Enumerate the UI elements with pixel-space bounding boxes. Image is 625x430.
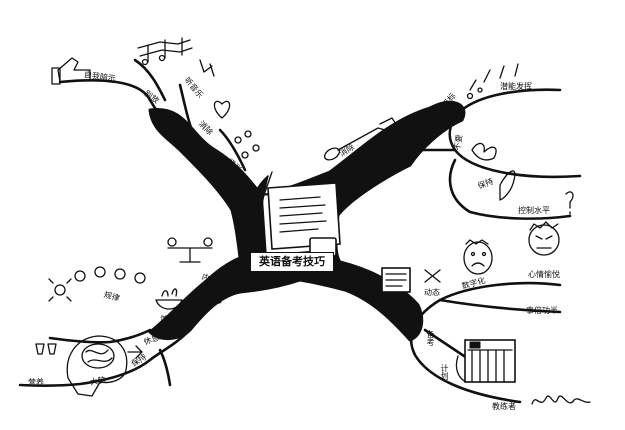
piano-keys-icon xyxy=(456,340,515,382)
sun-moon-row-icon xyxy=(49,267,145,301)
branch-top-right-arm xyxy=(450,90,580,177)
label-coach: 教练者 xyxy=(492,402,516,411)
label-dynamic: 动态 xyxy=(424,288,440,297)
cups-icon xyxy=(36,344,56,354)
branch-bottom-left-arm-3 xyxy=(160,350,170,385)
label-nutrition: 营养 xyxy=(28,378,44,387)
signature-scribble-icon xyxy=(532,396,590,404)
label-half-effort: 事倍功半 xyxy=(526,306,558,315)
label-potential: 潜能发挥 xyxy=(500,82,532,91)
worried-face-icon xyxy=(464,240,492,274)
food-bowl-icon xyxy=(156,289,182,309)
brain-head-icon xyxy=(67,336,127,396)
music-notes-icon xyxy=(138,38,214,76)
angry-face-icon xyxy=(529,222,559,255)
bow-icon xyxy=(472,143,496,160)
flowers-icon xyxy=(235,131,259,158)
cross-marks-icon xyxy=(425,270,440,282)
label-plan-2: 计划 xyxy=(440,364,449,380)
exclamation-icon xyxy=(566,192,573,214)
label-prepare: 备考 xyxy=(426,330,435,346)
label-happy-mood: 心情愉悦 xyxy=(528,270,560,279)
balance-scale-icon xyxy=(168,238,212,262)
label-control-level: 控制水平 xyxy=(518,206,550,215)
checklist-icon xyxy=(382,268,410,292)
heart-icon xyxy=(214,101,229,118)
center-title: 英语备考技巧 xyxy=(250,252,334,272)
